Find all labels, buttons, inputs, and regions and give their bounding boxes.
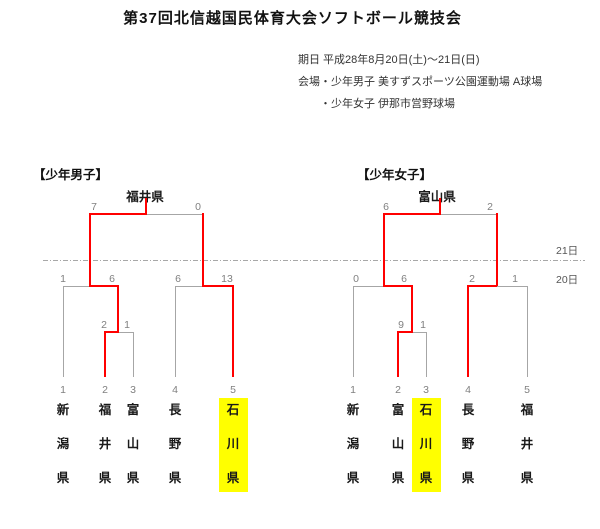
boys-final-left-line (89, 213, 91, 287)
boys-seed-2: 2 (102, 384, 108, 396)
girls-seed-5: 5 (524, 384, 530, 396)
girls-team-ishikawa: 石川県 (419, 403, 433, 485)
boys-final-bar-loser-side (147, 214, 203, 215)
girls-right-semifinal-score-left: 2 (469, 273, 475, 285)
girls-champion-line (439, 198, 441, 214)
boys-right-semifinal-score-right: 13 (221, 273, 233, 285)
girls-team4-line (467, 285, 469, 377)
girls-team-niigata: 新潟県 (346, 403, 360, 485)
boys-right-semifinal-bar-winner-side (202, 285, 234, 287)
boys-first-round-score-right: 1 (124, 319, 130, 331)
boys-team-ishikawa: 石川県 (226, 403, 240, 485)
boys-highlight-ishikawa (219, 398, 248, 492)
boys-left-semifinal-score-left: 1 (60, 273, 66, 285)
boys-right-semifinal-bar-loser-side (175, 286, 202, 287)
boys-team4-line (175, 286, 176, 377)
girls-left-semifinal-score-right: 6 (401, 273, 407, 285)
girls-first-round-bar-loser-side (413, 332, 426, 333)
girls-highlight-ishikawa (412, 398, 441, 492)
boys-team1-line (63, 286, 64, 377)
girls-team2-line (397, 331, 399, 377)
boys-team-toyama: 富山県 (126, 403, 140, 485)
boys-first-round-bar-loser-side (119, 332, 133, 333)
boys-final-right-line (202, 213, 204, 287)
girls-first-round-score-left: 9 (398, 319, 404, 331)
boys-section-label: 【少年男子】 (33, 168, 109, 182)
boys-champion-line (145, 198, 147, 214)
boys-champion-label: 福井県 (126, 190, 164, 204)
event-venue-line-boys: 会場・少年男子 美すずスポーツ公園運動場 A球場 (298, 76, 543, 88)
boys-seed-4: 4 (172, 384, 178, 396)
boys-team-fukui: 福井県 (98, 403, 112, 485)
girls-first-round-bar-winner-side (397, 331, 413, 333)
girls-right-semifinal-bar-winner-side (467, 285, 498, 287)
boys-left-semifinal-score-right: 6 (109, 273, 115, 285)
girls-seed-4: 4 (465, 384, 471, 396)
boys-team2-line (104, 331, 106, 377)
boys-final-score-left: 7 (91, 201, 97, 213)
girls-team5-line (527, 286, 528, 377)
event-venue-line-girls: ・少年女子 伊那市営野球場 (320, 98, 456, 110)
boys-seed-3: 3 (130, 384, 136, 396)
girls-first-round-score-right: 1 (420, 319, 426, 331)
girls-team-toyama: 富山県 (391, 403, 405, 485)
day-label-20: 20日 (556, 274, 579, 286)
boys-final-bar-winner-side (89, 213, 147, 215)
girls-final-right-line (496, 213, 498, 287)
girls-right-semifinal-bar-loser-side (497, 286, 527, 287)
boys-first-round-score-left: 2 (101, 319, 107, 331)
boys-team5-line (232, 285, 234, 377)
boys-left-semifinal-bar-winner-side (89, 285, 119, 287)
page-title: 第37回北信越国民体育大会ソフトボール競技会 (123, 10, 462, 27)
girls-right-semifinal-score-right: 1 (512, 273, 518, 285)
boys-seed-1: 1 (60, 384, 66, 396)
girls-final-left-line (383, 213, 385, 287)
boys-seed-5: 5 (230, 384, 236, 396)
girls-champion-label: 富山県 (418, 190, 456, 204)
girls-team-fukui: 福井県 (520, 403, 534, 485)
girls-final-bar-loser-side (441, 214, 497, 215)
boys-right-semifinal-score-left: 6 (175, 273, 181, 285)
boys-team-niigata: 新潟県 (56, 403, 70, 485)
girls-seed-1: 1 (350, 384, 356, 396)
boys-team-nagano: 長野県 (168, 403, 182, 485)
day-label-21: 21日 (556, 245, 579, 257)
girls-first-round-winner-line (411, 285, 413, 333)
boys-first-round-bar-winner-side (104, 331, 119, 333)
girls-final-bar-winner-side (383, 213, 441, 215)
event-date-line: 期日 平成28年8月20日(土)～21日(日) (298, 54, 480, 66)
girls-team1-line (353, 286, 354, 377)
boys-left-semifinal-bar-loser-side (63, 286, 90, 287)
day-separator-dashed-line (43, 260, 585, 261)
girls-left-semifinal-score-left: 0 (353, 273, 359, 285)
girls-final-score-right: 2 (487, 201, 493, 213)
girls-section-label: 【少年女子】 (357, 168, 433, 182)
girls-team-nagano: 長野県 (461, 403, 475, 485)
girls-seed-3: 3 (423, 384, 429, 396)
girls-left-semifinal-bar-loser-side (353, 286, 384, 287)
boys-final-score-right: 0 (195, 201, 201, 213)
girls-seed-2: 2 (395, 384, 401, 396)
boys-first-round-winner-line (117, 285, 119, 333)
boys-team3-line (133, 332, 134, 377)
girls-team3-line (426, 332, 427, 377)
event-info-block: 期日 平成28年8月20日(土)～21日(日) 会場・少年男子 美すずスポーツ公… (298, 49, 542, 115)
girls-left-semifinal-bar-winner-side (383, 285, 413, 287)
girls-final-score-left: 6 (383, 201, 389, 213)
